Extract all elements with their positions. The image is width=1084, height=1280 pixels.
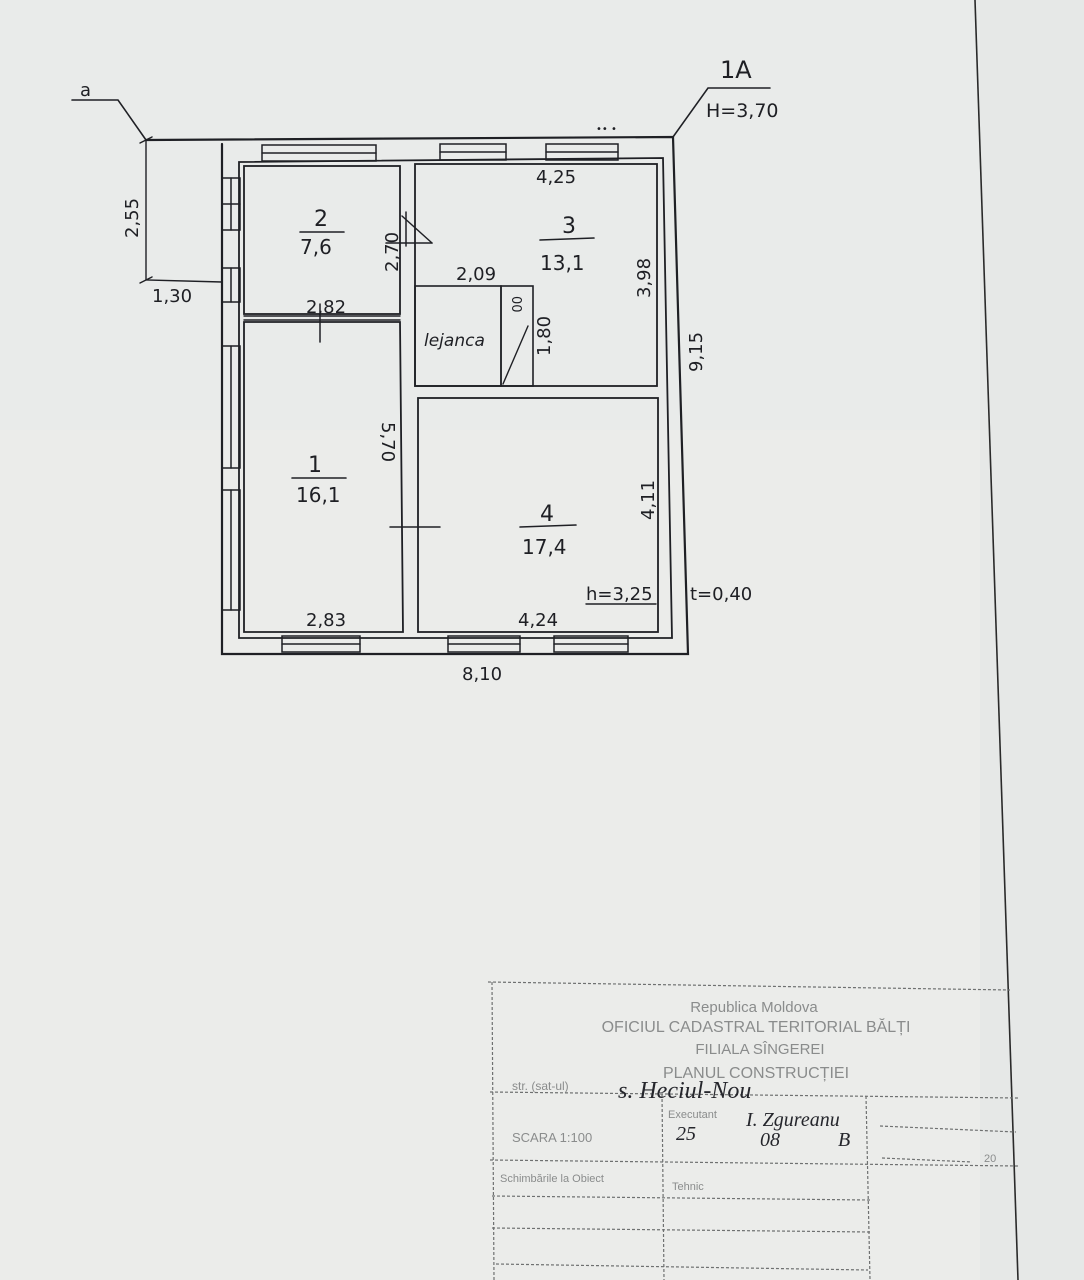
stamp-scale-label: SCARA 1:100 xyxy=(512,1130,592,1145)
stove-mark: 00 xyxy=(508,296,523,313)
stamp-tehnic-label: Tehnic xyxy=(672,1181,704,1193)
dim-room4-depth: 4,11 xyxy=(638,480,659,520)
top-windows xyxy=(261,143,619,162)
axis-a-leader xyxy=(71,99,147,141)
dim-room1-width: 2,83 xyxy=(306,610,346,631)
stamp-date-month: 08 xyxy=(760,1129,780,1151)
room1-area: 16,1 xyxy=(296,483,341,507)
room2-area: 7,6 xyxy=(300,235,332,259)
door-marks xyxy=(319,211,441,528)
dim-room1-height: 5,70 xyxy=(377,422,398,462)
room-2 xyxy=(243,165,401,315)
dim-inner-height: h=3,25 xyxy=(586,584,653,605)
lejanca-label: lejanca xyxy=(424,331,485,351)
dim-left-offset-v: 2,55 xyxy=(122,198,143,238)
stamp-line1: Republica Moldova xyxy=(690,999,818,1016)
stamp-address-label: str. (sat-ul) xyxy=(512,1079,569,1093)
exterior-wall xyxy=(144,135,690,656)
dim-wall-thickness: t=0,40 xyxy=(690,584,752,605)
dim-left-offset-h: 1,30 xyxy=(152,286,192,307)
height-label: H=3,70 xyxy=(706,100,779,122)
title-block: Republica Moldova OFICIUL CADASTRAL TERI… xyxy=(487,981,1019,1280)
stamp-date-year: B xyxy=(838,1129,850,1151)
room2-number: 2 xyxy=(314,207,328,232)
dim-room4-width: 4,24 xyxy=(518,610,558,631)
dim-room3-width: 4,25 xyxy=(536,167,576,188)
sheet-frame-line xyxy=(974,0,1019,1280)
room1-number: 1 xyxy=(308,453,322,478)
dim-lejanca-height: 1,80 xyxy=(534,316,555,356)
axis-1a-label: 1A xyxy=(720,56,752,84)
room4-area: 17,4 xyxy=(522,535,567,559)
dim-lejanca-width: 2,09 xyxy=(456,264,496,285)
dim-room2-height: 2,70 xyxy=(382,232,403,272)
dim-total-depth: 9,15 xyxy=(686,332,707,372)
left-windows xyxy=(221,177,241,611)
room4-number: 4 xyxy=(540,502,554,527)
stove xyxy=(500,285,534,387)
room-3 xyxy=(414,163,658,387)
stamp-executor-name: I. Zgureanu xyxy=(745,1109,840,1131)
axis-1a-leader xyxy=(672,87,771,138)
stamp-date-day: 25 xyxy=(676,1123,696,1145)
stamp-line3: FILIALA SÎNGEREI xyxy=(695,1041,824,1058)
room-4 xyxy=(417,397,659,633)
stamp-changes-label: Schimbările la Obiect xyxy=(500,1173,604,1185)
stamp-line2: OFICIUL CADASTRAL TERITORIAL BĂLȚI xyxy=(602,1017,911,1036)
room-1 xyxy=(243,321,404,633)
stamp-line4: PLANUL CONSTRUCȚIEI xyxy=(663,1065,849,1082)
dim-total-width: 8,10 xyxy=(462,664,502,685)
dim-room2-width: 2,82 xyxy=(306,297,346,318)
top-mark: •• • xyxy=(596,124,617,135)
stamp-year-mark: 20 xyxy=(984,1153,996,1165)
interior-wall-outline xyxy=(238,157,673,639)
stamp-executor-label: Executant xyxy=(668,1109,717,1121)
room3-area: 13,1 xyxy=(540,251,585,275)
axis-a-label: a xyxy=(80,80,91,101)
room3-number: 3 xyxy=(562,214,576,239)
dim-room3-depth: 3,98 xyxy=(634,258,655,298)
bottom-windows xyxy=(281,635,629,653)
stamp-address-value: s. Heciul-Nou xyxy=(618,1078,751,1104)
